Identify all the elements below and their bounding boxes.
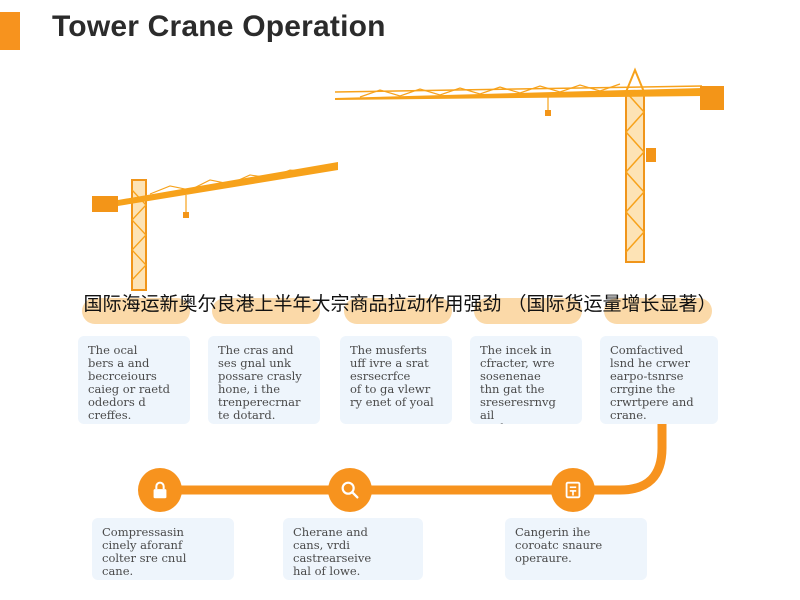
step-circle-document [551, 468, 595, 512]
step-tab-5 [604, 298, 712, 324]
title-accent-bar [0, 12, 20, 50]
step-tab-4 [474, 298, 582, 324]
search-icon [341, 481, 359, 499]
document-icon [565, 481, 581, 499]
step-card-1: The ocal bers a and becrceiours caieg or… [78, 336, 190, 424]
step-tab-1 [82, 298, 190, 324]
step-tab-3 [344, 298, 452, 324]
step-circle-lock [138, 468, 182, 512]
step-card-2: The cras and ses gnal unk possare crasly… [208, 336, 320, 424]
lock-icon [153, 481, 167, 499]
step-card-7: Cherane and cans, vrdi castrearseive hal… [283, 518, 423, 580]
step-card-6: Compressasin cinely aforanf colter sre c… [92, 518, 234, 580]
step-card-8: Cangerin ihe coroatc snaure operaure. [505, 518, 647, 580]
large-crane [334, 67, 724, 263]
small-crane [92, 162, 338, 291]
step-card-4: The incek in cfracter, wre sosenenae thn… [470, 336, 582, 424]
page-title: Tower Crane Operation [52, 10, 386, 43]
step-card-5: Comfactived lsnd he crwer earpo-tsnrse c… [600, 336, 718, 424]
step-tab-2 [212, 298, 320, 324]
process-connector [145, 407, 667, 495]
step-circle-search [328, 468, 372, 512]
step-card-3: The musferts uff ivre a srat esrsecrfce … [340, 336, 452, 424]
overlay-caption: 国际海运新奥尔良港上半年大宗商品拉动作用强劲 （国际货运量增长显著） [83, 293, 717, 315]
